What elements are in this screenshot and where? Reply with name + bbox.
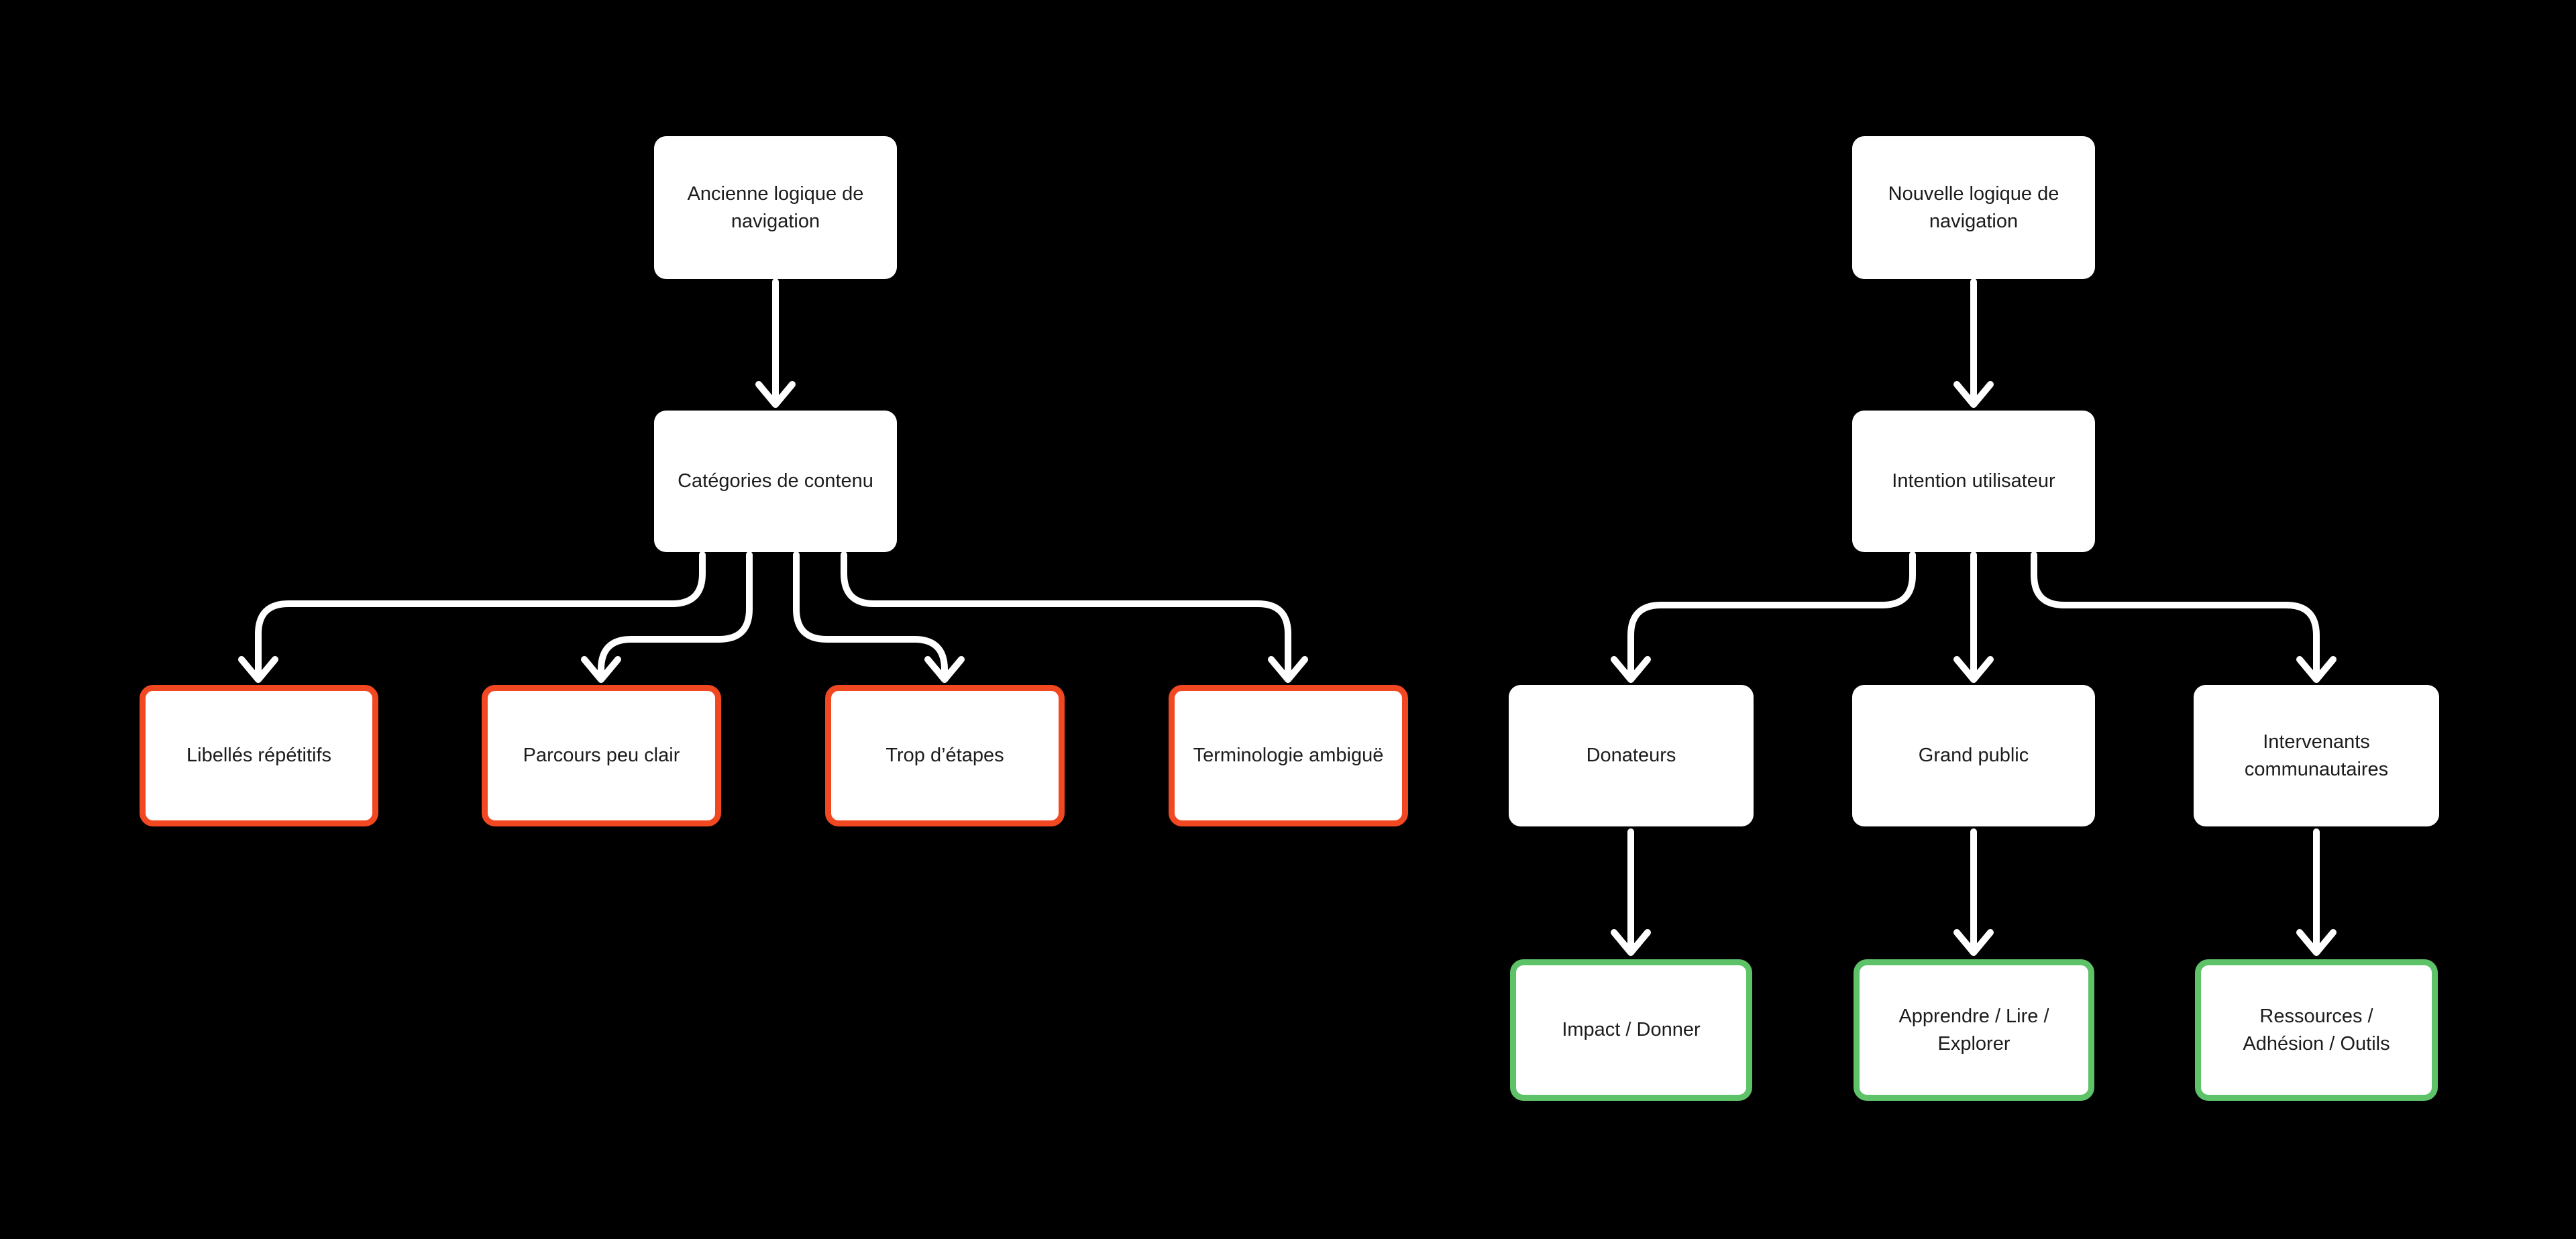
node-label: Donateurs <box>1586 745 1676 766</box>
arrow-donateurs-to-impact <box>1611 828 1651 956</box>
node-intention-utilisateur[interactable]: Intention utilisateur <box>1852 411 2095 552</box>
node-intervenants-communautaires[interactable]: Intervenants communautaires <box>2194 685 2439 826</box>
arrow-intervenants-to-ressources <box>2296 828 2337 956</box>
node-label: Trop d’étapes <box>885 745 1004 766</box>
arrow-intention-to-intervenants <box>2031 551 2337 683</box>
node-terminologie-ambigue[interactable]: Terminologie ambiguë <box>1169 685 1408 826</box>
arrow-intention-to-donateurs <box>1611 551 1916 683</box>
node-label: Parcours peu clair <box>523 745 680 766</box>
arrow-grand-public-to-apprendre <box>1953 828 1994 956</box>
arrow-ancienne-to-categories <box>755 278 796 408</box>
node-label: Impact / Donner <box>1562 1019 1701 1040</box>
arrow-categories-to-parcours <box>581 551 753 683</box>
node-label: Terminologie ambiguë <box>1193 745 1384 766</box>
node-nouvelle-logique[interactable]: Nouvelle logique de navigation <box>1852 136 2095 279</box>
node-label: Apprendre / Lire / Explorer <box>1898 1005 2049 1055</box>
node-ancienne-logique[interactable]: Ancienne logique de navigation <box>654 136 897 279</box>
node-label: Grand public <box>1918 745 2029 766</box>
arrow-nouvelle-to-intention <box>1953 278 1994 408</box>
node-label: Catégories de contenu <box>678 470 873 492</box>
node-donateurs[interactable]: Donateurs <box>1509 685 1754 826</box>
node-libelles-repetitifs[interactable]: Libellés répétitifs <box>140 685 378 826</box>
node-apprendre-lire-explorer[interactable]: Apprendre / Lire / Explorer <box>1854 959 2094 1101</box>
arrow-categories-to-terminologie <box>841 551 1308 683</box>
arrow-categories-to-etapes <box>793 551 965 683</box>
node-label: Ancienne logique de navigation <box>687 182 864 232</box>
node-parcours-peu-clair[interactable]: Parcours peu clair <box>482 685 721 826</box>
node-ressources-adhesion-outils[interactable]: Ressources / Adhésion / Outils <box>2195 959 2438 1101</box>
node-trop-detapes[interactable]: Trop d’étapes <box>825 685 1065 826</box>
arrow-intention-to-grand-public <box>1953 551 1994 683</box>
node-label: Ressources / Adhésion / Outils <box>2243 1005 2390 1055</box>
node-categories-contenu[interactable]: Catégories de contenu <box>654 411 897 552</box>
node-label: Intervenants communautaires <box>2244 731 2389 780</box>
node-grand-public[interactable]: Grand public <box>1852 685 2095 826</box>
node-label: Nouvelle logique de navigation <box>1888 182 2059 232</box>
node-label: Intention utilisateur <box>1892 470 2055 492</box>
node-label: Libellés répétitifs <box>186 745 331 766</box>
arrow-categories-to-libelles <box>238 551 706 683</box>
node-impact-donner[interactable]: Impact / Donner <box>1510 959 1752 1101</box>
